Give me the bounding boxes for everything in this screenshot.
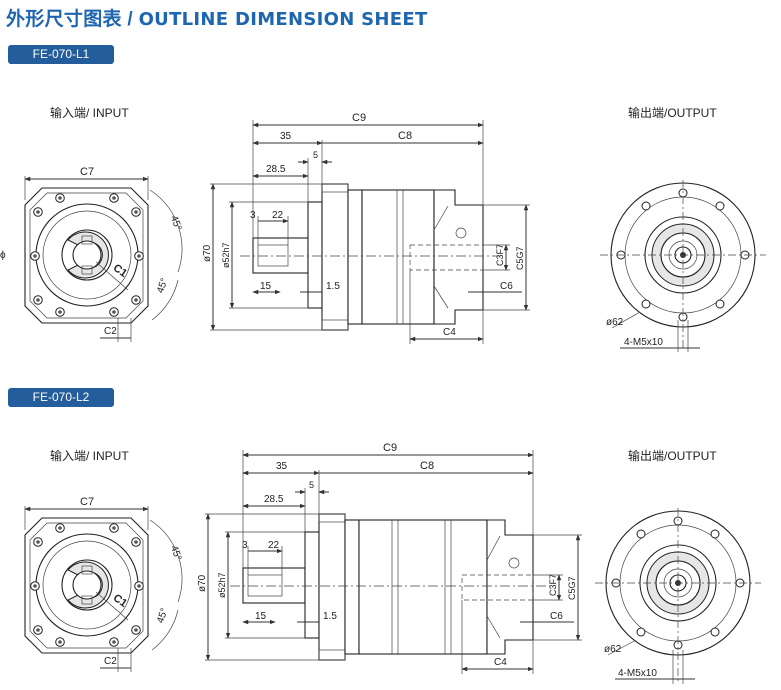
dim-m5: 4-M5x10 <box>624 337 663 348</box>
output-flange <box>433 189 484 325</box>
model-badge-l1: FE-070-L1 <box>8 45 114 64</box>
dim-angle-b: 45° <box>155 607 171 625</box>
dim-35: 35 <box>276 461 288 472</box>
input-view: 输入端/ INPUT C7 C2 C1 <box>0 105 183 342</box>
dim-c2: C2 <box>104 656 117 667</box>
dim-c6: C6 <box>500 281 513 292</box>
dim-dia-70: ø70 <box>197 574 208 592</box>
input-label: 输入端/ INPUT <box>50 105 129 120</box>
dim-c8: C8 <box>420 460 434 472</box>
section-fe-070-l2: 输入端/ INPUT C7 C2 C1 45° <box>24 442 761 684</box>
dim-22: 22 <box>272 210 284 221</box>
dim-1-5: 1.5 <box>323 611 337 622</box>
gear-housing <box>358 519 488 655</box>
dim-15: 15 <box>255 611 267 622</box>
dim-22: 22 <box>268 540 280 551</box>
dim-c9: C9 <box>383 442 397 454</box>
dim-c2: C2 <box>104 326 117 337</box>
dim-c6: C6 <box>550 611 563 622</box>
dim-5: 5 <box>309 480 314 490</box>
dim-28-5: 28.5 <box>266 164 286 175</box>
section-fe-070-l1: 输入端/ INPUT C7 C2 C1 <box>0 105 766 352</box>
dim-c9: C9 <box>352 112 366 124</box>
mounting-flange <box>321 183 349 331</box>
dim-c8: C8 <box>398 130 412 142</box>
dim-dia-70: ø70 <box>202 244 213 262</box>
dim-c3: C3F7 <box>495 244 505 266</box>
mounting-flange <box>318 513 346 661</box>
dim-c7: C7 <box>80 166 94 178</box>
gear-housing <box>361 189 435 325</box>
output-view: 输出端/OUTPUT ø62 4-M5x10 <box>595 448 761 684</box>
dim-5: 5 <box>313 150 318 160</box>
input-label: 输入端/ INPUT <box>50 448 129 463</box>
dim-28-5: 28.5 <box>264 494 284 505</box>
side-view: C9 35 C8 5 28.5 3 22 ø70 <box>202 112 530 344</box>
dim-1-5: 1.5 <box>326 281 340 292</box>
dim-angle-a: 45° <box>168 214 184 232</box>
output-label: 输出端/OUTPUT <box>628 448 717 463</box>
side-view: C9 35 C8 5 28.5 3 22 ø70 ø52h7 <box>197 442 582 674</box>
dim-35: 35 <box>280 131 292 142</box>
output-view: 输出端/OUTPUT ø62 4-M5x10 <box>600 105 766 352</box>
dim-angle-a: 45° <box>168 544 184 562</box>
dim-3: 3 <box>250 210 256 221</box>
title-english: OUTLINE DIMENSION SHEET <box>138 9 428 30</box>
dim-dia-52: ø52h7 <box>221 242 231 268</box>
dim-cut-label: ϕ <box>0 250 6 261</box>
dim-3: 3 <box>242 540 248 551</box>
dim-c3: C3F7 <box>548 574 558 596</box>
dim-dia-52: ø52h7 <box>217 572 227 598</box>
dim-dia-62: ø62 <box>604 644 622 655</box>
page-title: 外形尺寸图表 / OUTLINE DIMENSION SHEET <box>6 4 428 31</box>
dim-dia-62: ø62 <box>606 317 624 328</box>
output-label: 输出端/OUTPUT <box>628 105 717 120</box>
dim-15: 15 <box>260 281 272 292</box>
output-flange <box>486 519 534 655</box>
dim-c4: C4 <box>494 657 507 668</box>
input-shaft <box>242 567 306 604</box>
dim-c7: C7 <box>80 496 94 508</box>
input-shaft <box>252 237 309 274</box>
dim-angle-b: 45° <box>155 277 171 295</box>
input-view: 输入端/ INPUT C7 C2 C1 45° <box>24 448 184 672</box>
title-separator: / <box>121 9 139 30</box>
dim-c5: C5G7 <box>515 246 525 270</box>
dim-m5: 4-M5x10 <box>618 668 657 679</box>
dim-c4: C4 <box>443 327 456 338</box>
model-badge-l2: FE-070-L2 <box>8 388 114 407</box>
dim-c5: C5G7 <box>567 576 577 600</box>
title-chinese: 外形尺寸图表 <box>6 9 122 30</box>
